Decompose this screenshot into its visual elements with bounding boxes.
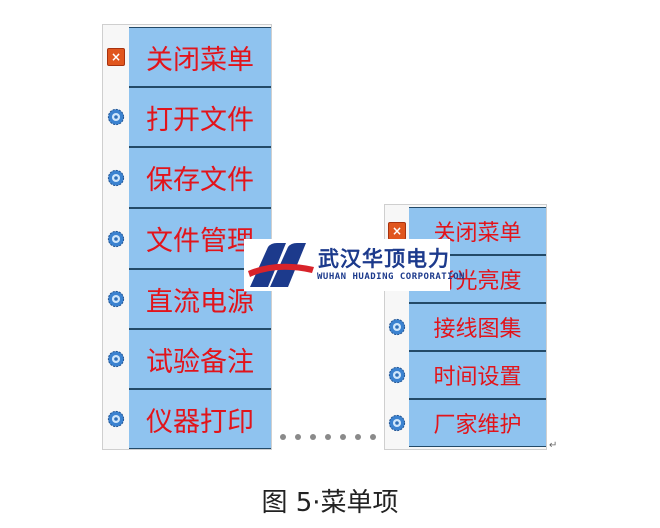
menu-item-label: 厂家维护 [409,399,546,447]
menu-item-label: 试验备注 [129,329,271,389]
figure-caption: 图 5·菜单项 [261,488,399,518]
close-icon[interactable]: × [107,48,125,66]
logo-name-en: WUHAN HUADING CORPORATION [317,272,465,282]
menu-item-factory-maintenance[interactable]: 厂家维护 [385,399,546,447]
menu-item-open-file[interactable]: 打开文件 [103,87,271,147]
main-menu-panel: × 关闭菜单 打开文件 保存文件 文件管理 直流电源 [102,24,272,450]
paragraph-mark-icon: ↵ [549,440,558,451]
gear-icon [388,414,406,432]
menu-item-close-menu[interactable]: × 关闭菜单 [103,27,271,87]
menu-item-instrument-print[interactable]: 仪器打印 [103,389,271,449]
gear-icon [107,108,125,126]
menu-item-label: 保存文件 [129,147,271,208]
menu-item-label: 仪器打印 [129,389,271,449]
gear-icon [388,366,406,384]
close-icon[interactable]: × [388,222,406,240]
menu-item-test-notes[interactable]: 试验备注 [103,329,271,389]
menu-item-label: 关闭菜单 [129,27,271,87]
logo-mark-icon [248,243,314,287]
gear-icon [107,169,125,186]
menu-item-label: 接线图集 [409,303,546,351]
company-logo: 武汉华顶电力 WUHAN HUADING CORPORATION [244,239,464,291]
gear-icon [107,410,125,428]
gear-icon [107,230,125,247]
menu-item-time-settings[interactable]: 时间设置 [385,351,546,399]
menu-item-wiring-diagrams[interactable]: 接线图集 [385,303,546,351]
gear-icon [107,290,125,308]
menu-item-label: 时间设置 [409,351,546,399]
menu-item-save-file[interactable]: 保存文件 [103,147,271,208]
gear-icon [107,350,125,368]
gear-icon [388,318,406,336]
menu-item-label: 打开文件 [129,87,271,147]
logo-name-cn: 武汉华顶电力 [318,247,450,271]
dotted-connector [280,434,376,440]
